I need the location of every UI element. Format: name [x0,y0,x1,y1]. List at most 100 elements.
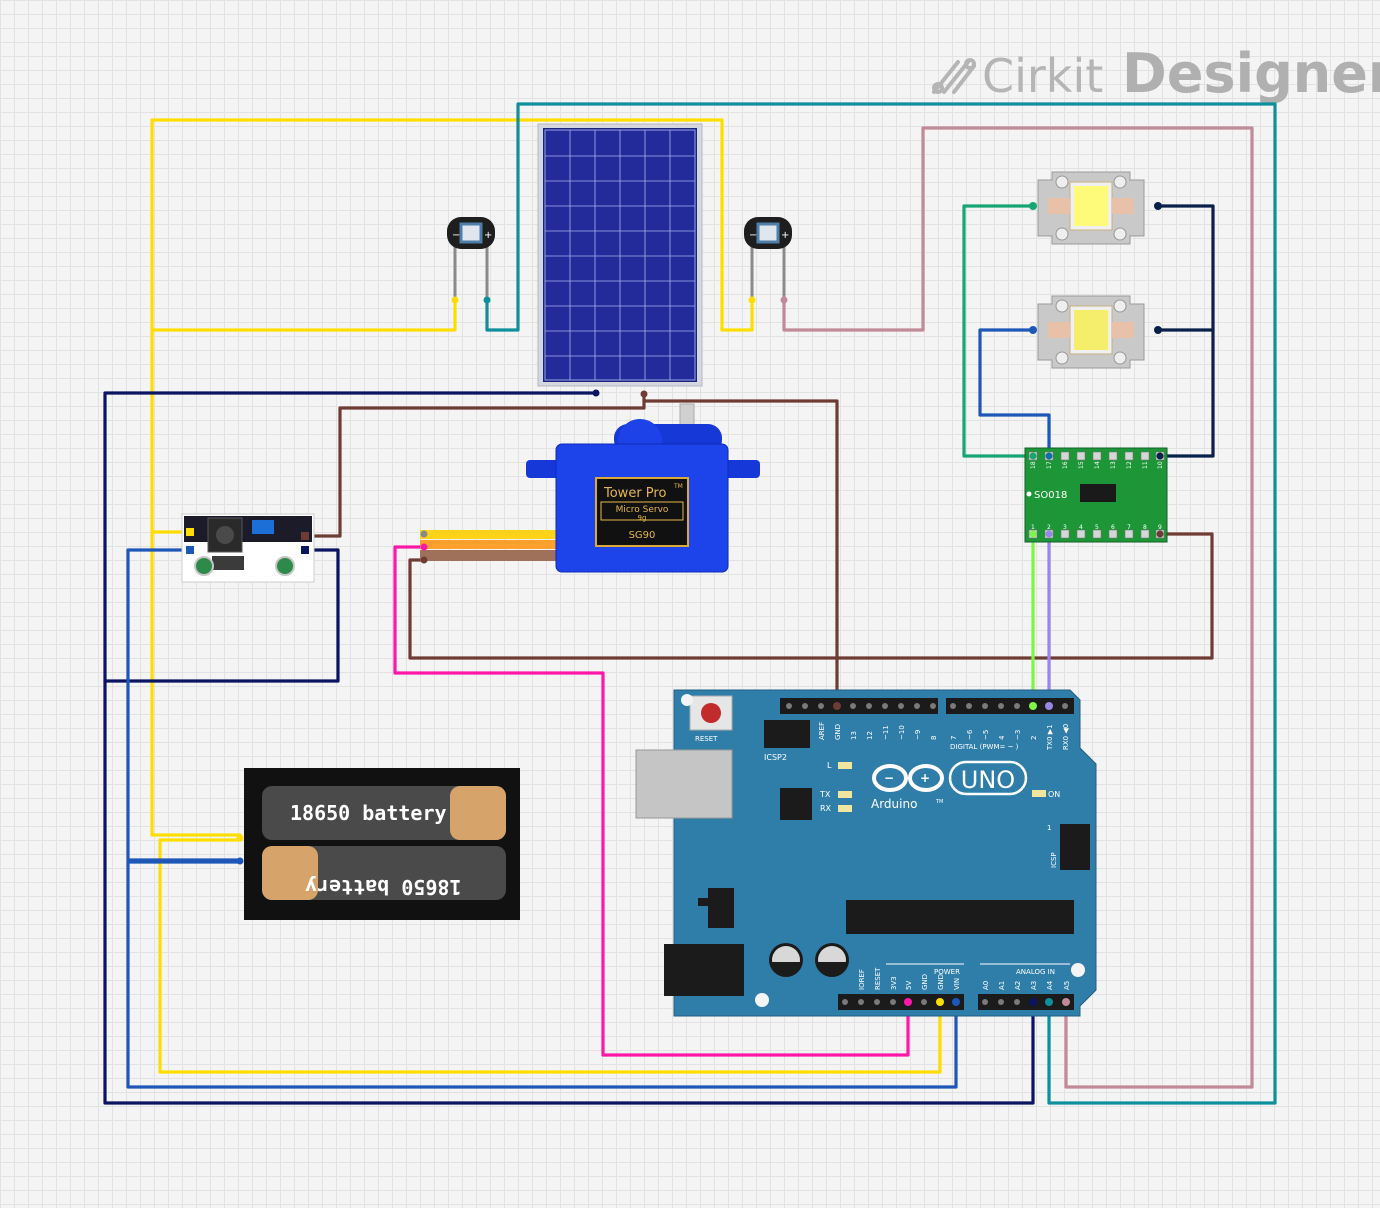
mount-hole-1 [755,993,769,1007]
solar-neg-pin[interactable] [592,389,600,397]
svg-text:18: 18 [1030,461,1037,469]
svg-text:13: 13 [1110,461,1117,469]
solar-panel[interactable] [537,123,703,398]
reset-label: RESET [695,735,718,743]
led-driver-board[interactable]: 18 17 16 15 14 13 12 11 10 1 2 3 4 5 6 7… [1024,447,1168,543]
svg-text:~6: ~6 [966,729,974,740]
wire-blue-gnd[interactable] [126,860,958,1089]
svg-text:~11: ~11 [882,725,890,740]
wire-yellow-ldr2[interactable] [720,298,754,332]
svg-text:3: 3 [1063,524,1067,531]
wire-yellow-top[interactable] [150,118,724,837]
usb-port [635,749,733,819]
servo-tm: TM [673,483,683,490]
wire-teal[interactable] [485,102,1277,1105]
servo-motor[interactable]: Tower Pro TM Micro Servo 9g SG90 [420,403,760,573]
power-label: POWER [934,968,960,976]
svg-text:1: 1 [1031,524,1035,531]
battery-label-bottom: 18650 battery [305,875,462,899]
digital-header-left [780,698,938,714]
ldr1-minus: − [452,230,460,241]
ldr1-plus: + [484,230,492,241]
logo-plus: + [920,771,930,785]
driver-chip-label: SO018 [1034,490,1067,501]
wire-brown-servo[interactable] [408,532,1214,660]
ldr2-minus: − [749,230,757,241]
wire-yellow-vin[interactable] [158,838,942,1074]
servo-line2: 9g [638,514,647,522]
battery-label-top: 18650 battery [290,801,447,825]
svg-text:A5: A5 [1063,981,1071,990]
ldr-sensor-2[interactable]: − + [744,217,792,304]
wire-blue-led2[interactable] [978,328,1051,458]
svg-text:VIN: VIN [953,978,961,990]
svg-text:RX0 ◀0: RX0 ◀0 [1062,724,1070,750]
wire-green-led1[interactable] [962,204,1035,458]
svg-text:2: 2 [1047,524,1051,531]
wire-navy-boost[interactable] [103,548,340,683]
arduino-uno[interactable]: RESET ICSP2 AREF GND 13 12 ~11 ~10 ~9 8 … [635,689,1097,1017]
reset-button-cap[interactable] [701,703,721,723]
power-led-2[interactable] [1029,295,1162,369]
icsp-label: ICSP [1050,852,1058,868]
logo-minus: − [884,771,894,785]
digital-label: DIGITAL (PWM= ~ ) [950,743,1019,751]
wire-mauve[interactable] [782,126,1254,1089]
servo-brand: Tower Pro [603,486,666,501]
battery-holder[interactable]: 18650 battery 18650 battery [236,768,521,920]
svg-text:A2: A2 [1014,981,1022,990]
arduino-tm: TM [935,799,943,805]
wire-magenta[interactable] [393,545,910,1057]
svg-text:A3: A3 [1030,981,1038,990]
servo-model: SG90 [629,530,656,541]
brand-light-text: Cirkit [982,49,1103,103]
solar-pos-pin[interactable] [640,390,648,398]
svg-text:12: 12 [866,731,874,740]
svg-text:14: 14 [1094,461,1101,469]
svg-text:4: 4 [1079,524,1083,531]
solar-grid [545,130,695,380]
boost-converter[interactable] [181,513,315,583]
usb-chip [780,788,812,820]
wire-brown-gnd[interactable] [642,399,839,706]
tx-led [838,791,852,798]
mount-hole-2 [1071,963,1085,977]
svg-text:~5: ~5 [982,730,990,740]
svg-text:15: 15 [1078,461,1085,469]
svg-text:10: 10 [1157,461,1164,469]
analog-header [978,994,1074,1010]
ldr-sensor-1[interactable]: − + [447,217,495,304]
svg-text:~10: ~10 [898,725,906,740]
svg-text:7: 7 [950,736,958,740]
power-header [838,994,964,1010]
svg-text:RESET: RESET [874,967,882,990]
wire-brown-panel[interactable] [305,392,646,538]
svg-text:8: 8 [1143,524,1147,531]
svg-text:4: 4 [998,735,1006,740]
digital-pin-labels: AREF GND 13 12 ~11 ~10 ~9 8 7 ~6 ~5 4 ~3… [818,722,1070,751]
icsp2-header [764,720,810,748]
ldr2-plus: + [781,230,789,241]
cirkit-logo: Cirkit Designer [932,42,1380,105]
wire-blue-batt[interactable] [126,548,242,862]
svg-text:GND: GND [921,974,929,990]
driver-ic [1080,484,1116,502]
analog-pin-labels: A0 A1 A2 A3 A4 A5 [982,980,1071,990]
svg-text:TX0 ▶1: TX0 ▶1 [1046,724,1054,751]
svg-text:7: 7 [1127,524,1131,531]
driver-top-pin-labels: 18 17 16 15 14 13 12 11 10 [1030,461,1164,469]
wire-yellow-ldr1[interactable] [150,298,457,332]
analog-label: ANALOG IN [1016,968,1055,976]
svg-text:5V: 5V [905,981,913,990]
svg-text:8: 8 [930,736,938,740]
svg-text:5: 5 [1095,524,1099,531]
power-led-1[interactable] [1029,171,1162,245]
svg-text:A0: A0 [982,981,990,990]
arduino-brand: Arduino [871,797,917,811]
regulator [708,888,734,928]
svg-text:GND: GND [937,974,945,990]
svg-text:~9: ~9 [914,730,922,740]
wire-navy[interactable] [103,391,1035,1105]
driver-dot [1026,491,1032,497]
